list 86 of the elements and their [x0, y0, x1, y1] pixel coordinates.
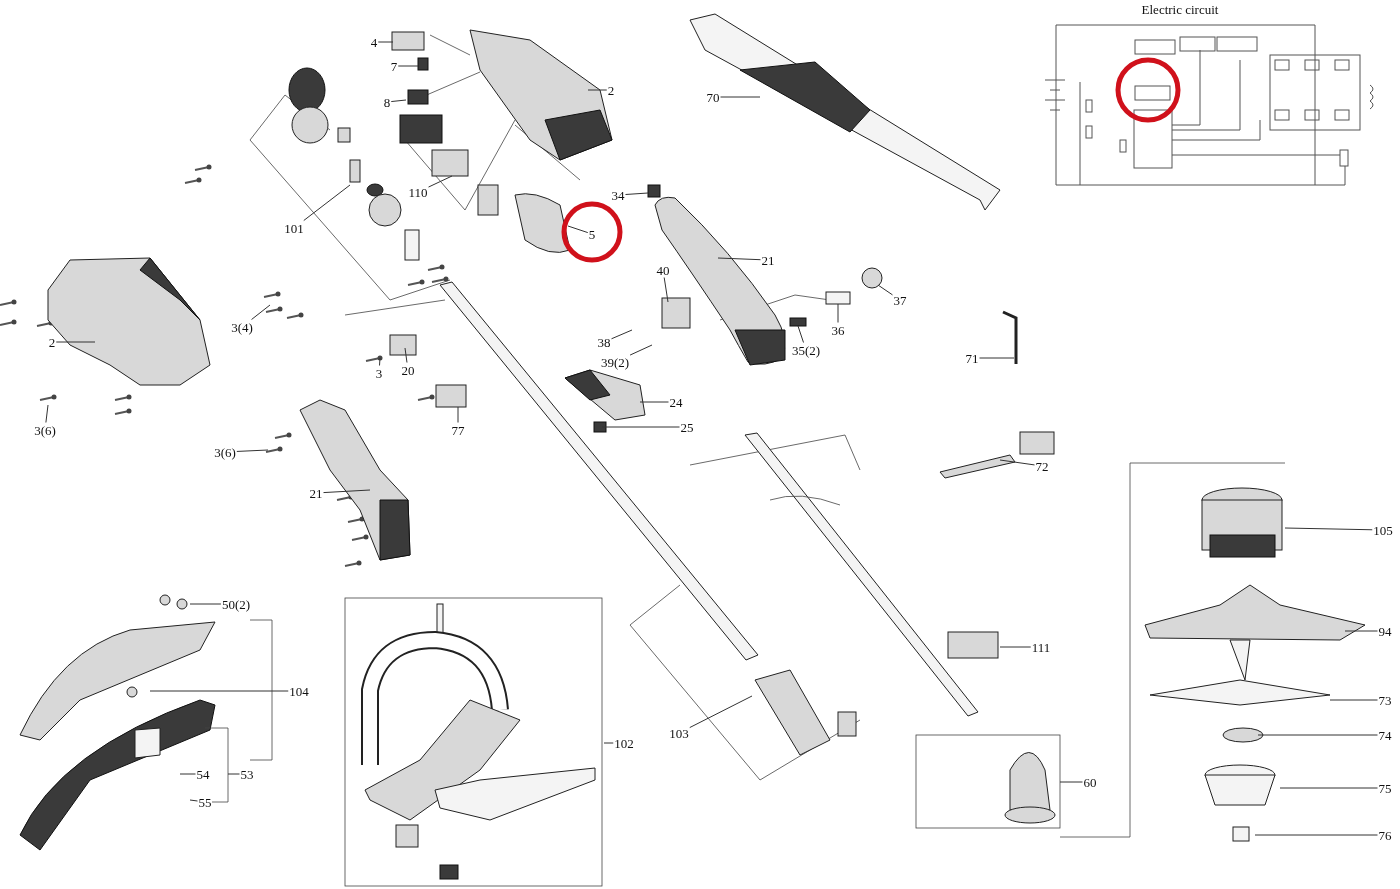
leader-line: [55, 341, 96, 343]
callout-number: 101: [283, 220, 305, 236]
leader-line: [179, 773, 196, 775]
callout-number: 77: [450, 422, 466, 438]
callout-number: 74: [1377, 727, 1393, 743]
callout-number: 3(6): [213, 444, 237, 460]
leader-line: [979, 357, 1015, 359]
leader-line: [587, 89, 608, 91]
callout-number: 111: [1030, 639, 1052, 655]
leader-line: [1254, 834, 1378, 836]
callout-number: 36: [830, 322, 846, 338]
leader-line: [1059, 781, 1083, 783]
leader-line: [639, 401, 669, 403]
callout-number: 21: [760, 252, 776, 268]
callout-number: 24: [668, 394, 684, 410]
callout-number: 70: [705, 89, 721, 105]
callout-number: 73: [1377, 692, 1393, 708]
callout-number: 54: [195, 766, 211, 782]
leader-line: [189, 799, 198, 802]
callout-number: 53: [239, 766, 255, 782]
leader-line: [404, 347, 408, 363]
leader-line: [629, 344, 653, 356]
callout-number: 37: [892, 292, 908, 308]
leader-line: [236, 449, 269, 452]
callout-number: 72: [1034, 458, 1050, 474]
leader-line: [1284, 527, 1373, 531]
leader-line: [999, 459, 1035, 466]
leader-line: [720, 96, 761, 98]
leader-line: [227, 773, 240, 775]
leader-line: [377, 41, 394, 43]
leader-line: [149, 690, 289, 692]
callout-number: 8: [382, 94, 392, 110]
leader-line: [397, 65, 419, 67]
leader-line: [603, 742, 614, 744]
callout-number: 34: [610, 187, 626, 203]
leader-line: [567, 225, 589, 234]
callout-number: 71: [964, 350, 980, 366]
leader-line: [1329, 699, 1378, 701]
leader-line: [625, 192, 649, 195]
leader-line: [45, 404, 49, 423]
callout-number: 5: [587, 226, 597, 242]
callout-number: 104: [288, 683, 310, 699]
callout-number: 110: [407, 184, 429, 200]
callout-number: 38: [596, 334, 612, 350]
callout-number: 75: [1377, 780, 1393, 796]
callout-number: 35(2): [790, 342, 822, 358]
leader-line: [390, 99, 407, 103]
circuit-heading: Electric circuit: [1141, 2, 1219, 16]
leader-line: [303, 184, 351, 221]
callout-number: 7: [389, 58, 399, 74]
callout-number: 4: [369, 34, 379, 50]
leader-line: [1344, 630, 1378, 632]
callout-number: 2: [606, 82, 616, 98]
leader-line: [837, 303, 839, 323]
leader-line: [1279, 787, 1378, 789]
callout-number: 102: [613, 735, 635, 751]
leader-line: [428, 175, 453, 188]
leader-line: [251, 304, 271, 320]
callout-number: 103: [668, 725, 690, 741]
callout-number: 105: [1372, 522, 1394, 538]
callout-number: 76: [1377, 827, 1393, 843]
leader-line: [797, 325, 804, 343]
leader-line: [379, 357, 381, 366]
callout-number: 25: [679, 419, 695, 435]
callout-number: 3: [374, 365, 384, 381]
callout-number: 60: [1082, 774, 1098, 790]
callout-number: 94: [1377, 623, 1393, 639]
callout-number: 3(4): [230, 319, 254, 335]
callout-number: 40: [655, 262, 671, 278]
leader-line: [189, 603, 222, 605]
callout-number: 55: [197, 794, 213, 810]
callout-number: 20: [400, 362, 416, 378]
leader-line: [717, 257, 761, 261]
callout-number: 39(2): [599, 354, 631, 370]
leader-line: [323, 489, 371, 494]
callout-number: 50(2): [220, 596, 252, 612]
leader-line: [457, 406, 459, 423]
leader-line: [611, 329, 633, 340]
callout-number: 3(6): [33, 422, 57, 438]
leader-line: [999, 646, 1032, 648]
leader-line: [877, 284, 893, 296]
leader-line: [689, 695, 753, 729]
leader-line: [1257, 734, 1378, 736]
callout-number: 2: [47, 334, 57, 350]
leader-line: [663, 277, 669, 303]
callout-number: 21: [308, 485, 324, 501]
